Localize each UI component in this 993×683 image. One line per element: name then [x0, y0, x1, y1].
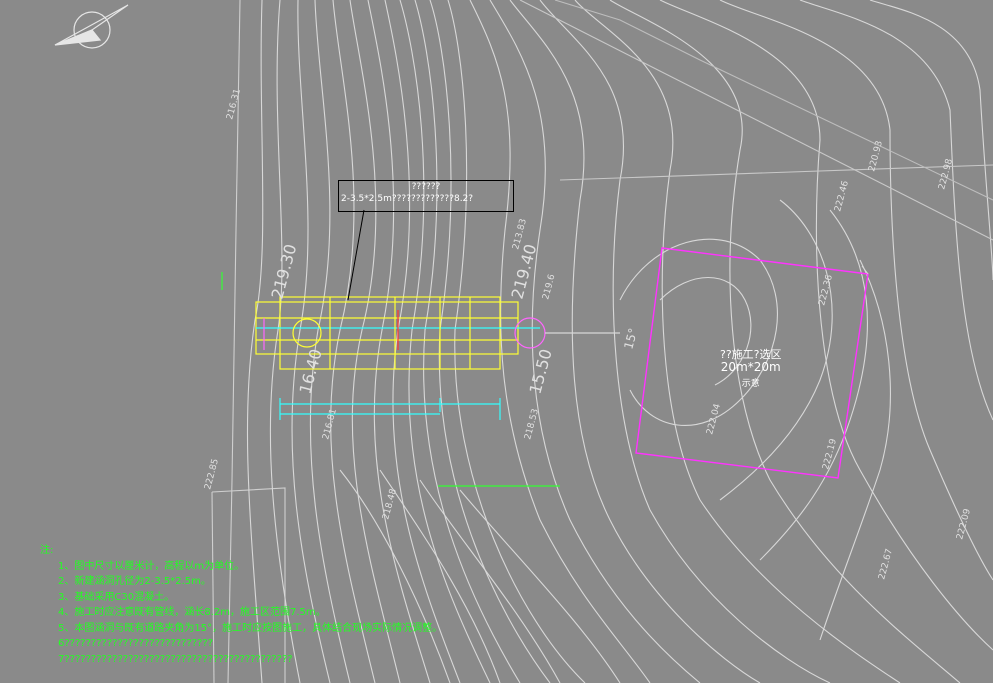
drawing-notes: 注: 1、图中尺寸以厘米计，高程以m为单位。 2、新建涵洞孔径为2-3.5*2.…: [40, 543, 442, 667]
elevation-label: 218.53: [523, 408, 541, 441]
angle-label: 15°: [621, 327, 640, 351]
elevation-label: 222.46: [833, 180, 851, 213]
note-item: 7???????????????????????????????????????…: [58, 653, 293, 665]
callout-title: ??????: [411, 182, 441, 192]
note-item: 6????????????????????????????: [58, 638, 213, 649]
work-area-note: 示意: [741, 379, 760, 389]
note-item: 5、本图涵洞与既有道路夹角为15°，施工时应按图施工，具体结合现场实际情况调整。: [58, 622, 443, 634]
elevation-label: 219.30: [268, 242, 301, 301]
work-area-label: ??施工?选区 20m*20m 示意: [720, 348, 782, 391]
elevation-label: 220.93: [867, 140, 885, 173]
note-item: 2、新建涵洞孔径为2-3.5*2.5m。: [58, 576, 211, 587]
callout-spec: 2-3.5*2.5m?????????????8.2?: [341, 194, 474, 204]
elevation-label: 222.04: [705, 403, 723, 436]
elevation-label: 219.6: [541, 273, 557, 301]
north-arrow-icon: [54, 4, 129, 49]
note-item: 1、图中尺寸以厘米计，高程以m为单位。: [58, 560, 245, 572]
culvert-plan: [221, 272, 620, 487]
notes-header: 注:: [40, 545, 54, 556]
elevation-label: 15.50: [526, 347, 556, 396]
culvert-callout-box: ?????? 2-3.5*2.5m?????????????8.2?: [338, 180, 514, 212]
work-area-boundary: [635, 247, 869, 479]
elevation-label: 218.48: [381, 488, 399, 521]
note-item: 3、基础采用C30混凝土。: [58, 591, 175, 603]
elevation-label: 216.81: [321, 408, 339, 441]
elevation-label: 222.36: [817, 274, 835, 307]
work-area-title: ??施工?选区: [720, 348, 782, 361]
elevation-label: 222.85: [203, 458, 221, 491]
work-area-size: 20m*20m: [720, 360, 781, 374]
elevation-label: 222.67: [877, 548, 895, 581]
elevation-label: 216.31: [225, 88, 243, 121]
note-item: 4、施工时应注意既有管线，涵长8.2m，施工区范围7.5m。: [58, 607, 326, 618]
